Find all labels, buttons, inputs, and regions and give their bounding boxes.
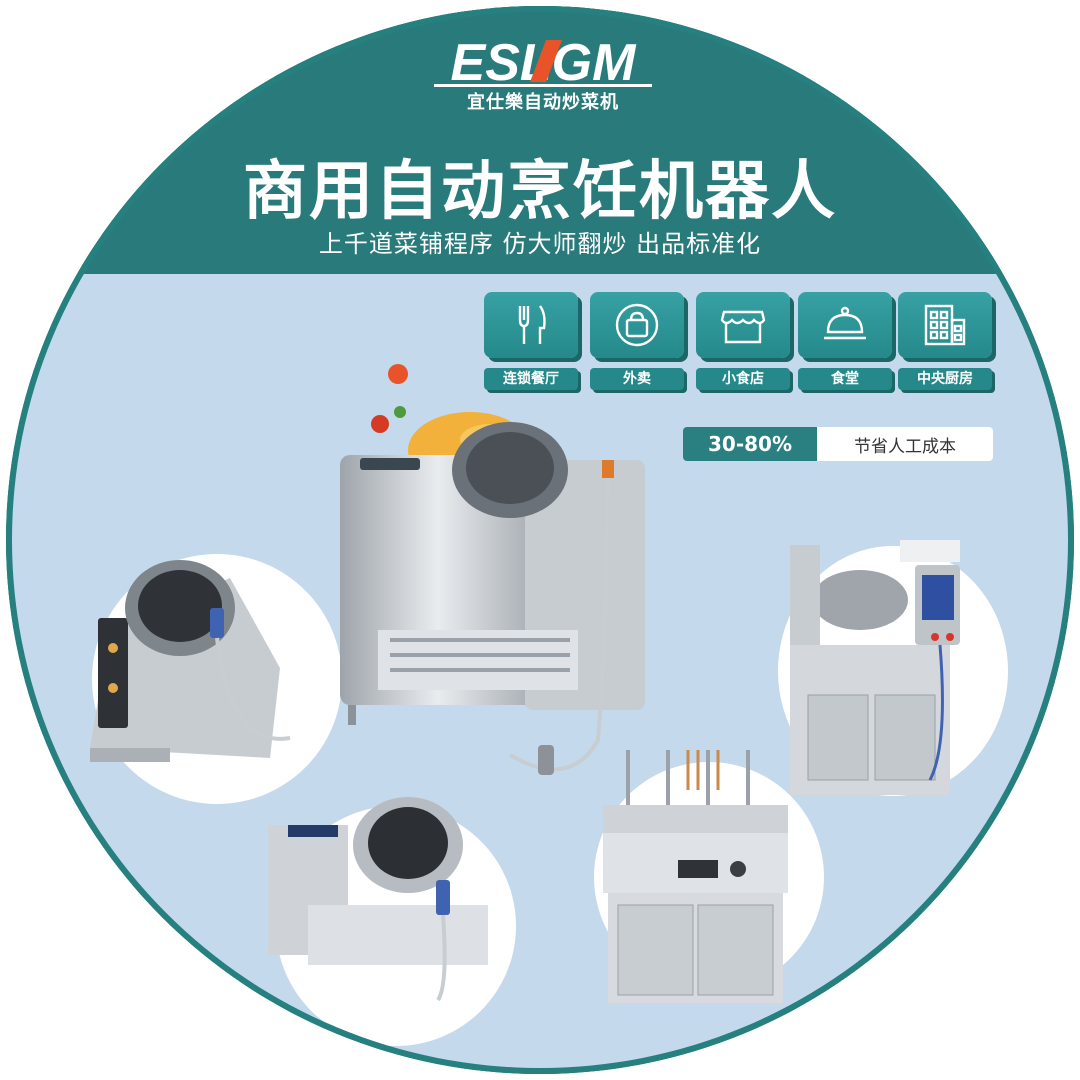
noodle-cooker: [603, 750, 788, 1003]
category-snack-shop: 小食店: [696, 292, 790, 390]
food-greens: [394, 406, 406, 418]
category-label: 外卖: [590, 368, 684, 390]
header-band: [6, 6, 1074, 274]
page-headline: 商用自动烹饪机器人: [243, 154, 837, 229]
fork-knife-icon: [484, 292, 578, 358]
category-label: 中央厨房: [898, 368, 992, 390]
savings-text: 节省人工成本: [817, 427, 993, 461]
category-label: 小食店: [696, 368, 790, 390]
savings-percent: 30-80%: [683, 427, 817, 461]
takeaway-bag-icon: [590, 292, 684, 358]
compact-wok-robot: [268, 797, 488, 1002]
food-tomato: [371, 415, 389, 433]
category-label: 连锁餐厅: [484, 368, 578, 390]
main-cooking-robot: [340, 364, 645, 775]
logo-subtitle: 宜仕樂自动炒菜机: [467, 92, 619, 113]
food-pepper: [388, 364, 408, 384]
category-central-kitchen: 中央厨房: [898, 292, 992, 390]
food-cloche-icon: [798, 292, 892, 358]
category-takeaway: 外卖: [590, 292, 684, 390]
brand-logo: ESLGM: [434, 34, 652, 92]
drum-wok-robot-left: [90, 560, 291, 762]
category-canteen: 食堂: [798, 292, 892, 390]
page-subline: 上千道菜铺程序 仿大师翻炒 出品标准化: [318, 230, 762, 258]
savings-bar: 30-80% 节省人工成本: [683, 427, 993, 461]
cabinet-cooker-right: [790, 540, 960, 795]
building-icon: [898, 292, 992, 358]
category-chain-restaurant: 连锁餐厅: [484, 292, 578, 390]
category-label: 食堂: [798, 368, 892, 390]
shop-icon: [696, 292, 790, 358]
